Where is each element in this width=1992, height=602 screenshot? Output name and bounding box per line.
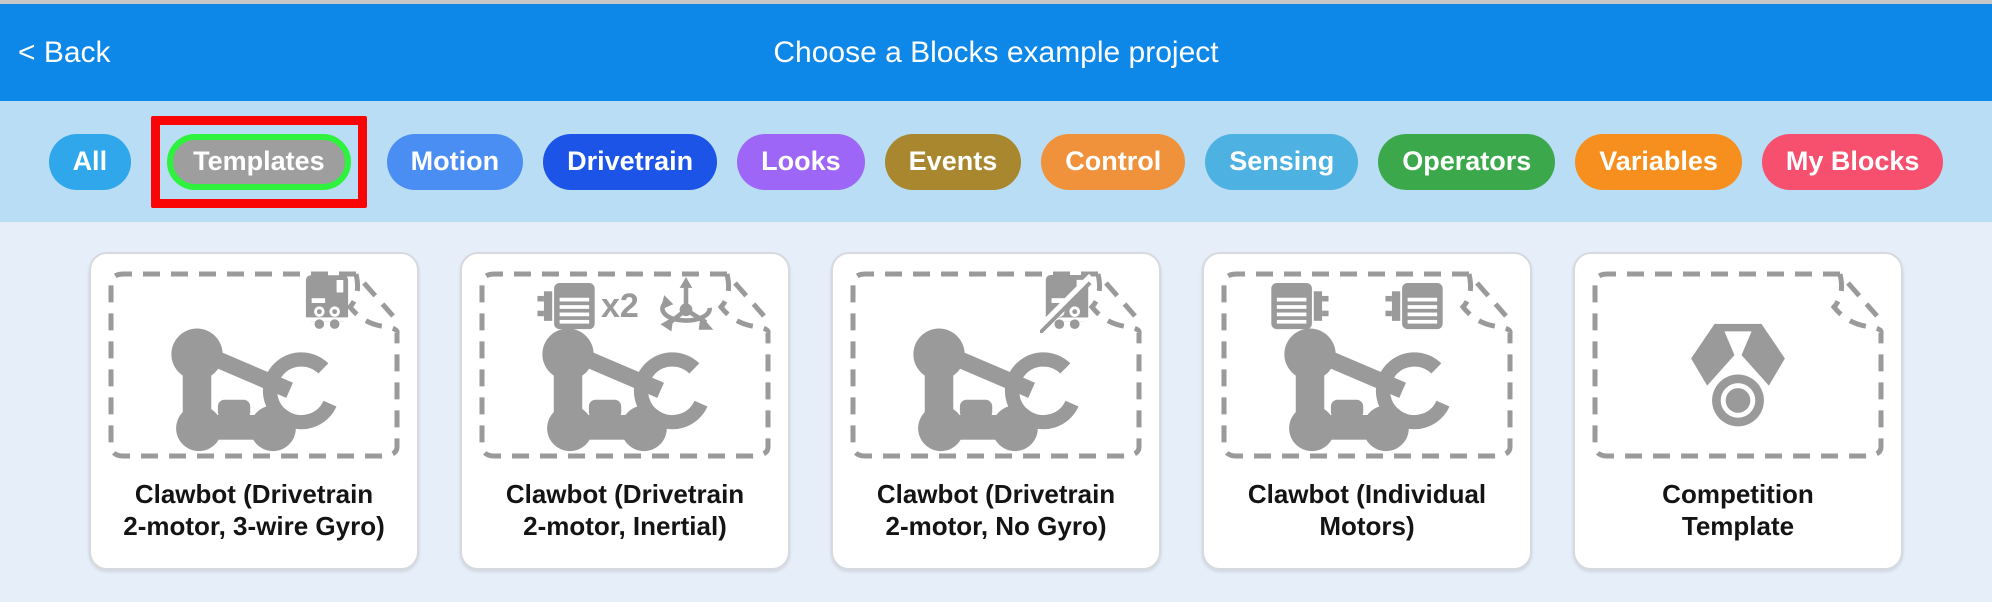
- project-card-competition-template[interactable]: Competition Template: [1573, 252, 1903, 570]
- clawbot-icon: [1272, 320, 1462, 453]
- template-preview: [1217, 267, 1517, 463]
- template-preview: [846, 267, 1146, 463]
- project-card-clawbot-individual-motors[interactable]: Clawbot (Individual Motors): [1202, 252, 1532, 570]
- medal-icon: [1686, 319, 1790, 435]
- project-card-clawbot-no-gyro[interactable]: Clawbot (Drivetrain 2-motor, No Gyro): [831, 252, 1161, 570]
- clawbot-icon: [901, 320, 1091, 453]
- filter-pill-looks[interactable]: Looks: [737, 133, 865, 190]
- clawbot-icon: [159, 320, 349, 453]
- example-project-grid: Clawbot (Drivetrain 2-motor, 3-wire Gyro…: [0, 222, 1992, 602]
- card-title: Clawbot (Drivetrain 2-motor, Inertial): [505, 479, 745, 541]
- highlight-annotation-box: Templates: [151, 115, 367, 208]
- card-title: Clawbot (Drivetrain 2-motor, No Gyro): [876, 479, 1116, 541]
- card-title: Clawbot (Drivetrain 2-motor, 3-wire Gyro…: [123, 479, 385, 541]
- motor-count-label: x2: [601, 287, 639, 325]
- filter-pill-events[interactable]: Events: [884, 133, 1022, 190]
- template-preview: [104, 267, 404, 463]
- filter-pill-operators[interactable]: Operators: [1378, 133, 1556, 190]
- filter-pill-row: All Templates Motion Drivetrain Looks Events C…: [0, 101, 1992, 222]
- window-top-strip: [0, 0, 1992, 4]
- template-preview: x2: [475, 267, 775, 463]
- filter-pill-drivetrain[interactable]: Drivetrain: [543, 133, 718, 190]
- back-button[interactable]: < Back: [18, 35, 111, 69]
- filter-pill-templates[interactable]: Templates: [167, 133, 351, 190]
- card-title: Competition Template: [1662, 479, 1814, 541]
- filter-pill-sensing[interactable]: Sensing: [1205, 133, 1359, 190]
- filter-pill-variables[interactable]: Variables: [1575, 133, 1742, 190]
- project-card-clawbot-3wire-gyro[interactable]: Clawbot (Drivetrain 2-motor, 3-wire Gyro…: [89, 252, 419, 570]
- project-card-clawbot-inertial[interactable]: x2 Clawbot (Drivetrain 2-motor, Inertial…: [460, 252, 790, 570]
- card-title: Clawbot (Individual Motors): [1247, 479, 1487, 541]
- template-preview: [1588, 267, 1888, 463]
- filter-pill-my-blocks[interactable]: My Blocks: [1761, 133, 1944, 190]
- filter-pill-all[interactable]: All: [48, 133, 132, 190]
- page-title: Choose a Blocks example project: [773, 35, 1219, 69]
- app-header: < Back Choose a Blocks example project: [0, 4, 1992, 101]
- filter-pill-control[interactable]: Control: [1041, 133, 1186, 190]
- clawbot-icon: [530, 320, 720, 453]
- filter-pill-motion[interactable]: Motion: [386, 133, 524, 190]
